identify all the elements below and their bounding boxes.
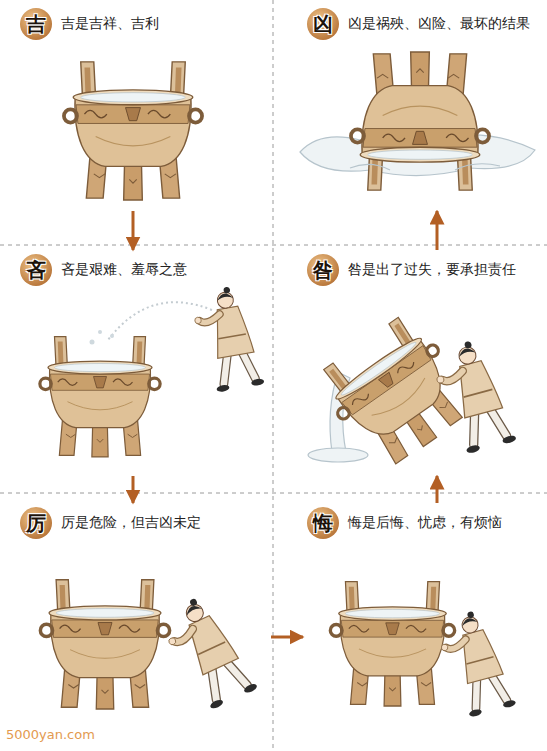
ding-pushed bbox=[40, 580, 258, 715]
stage-panel: 悔悔是后悔、忧虑，有烦恼 bbox=[305, 505, 541, 720]
stage-panel: 吉吉是吉祥、吉利 bbox=[18, 6, 270, 210]
panel-heading: 厉厉是危险，但吉凶未定 bbox=[20, 507, 201, 539]
stage-panel: 咎咎是出了过失，要承担责任 bbox=[305, 252, 541, 475]
stage-caption: 凶是祸殃、凶险、最坏的结果 bbox=[348, 15, 530, 33]
panel-heading: 吉吉是吉祥、吉利 bbox=[20, 8, 159, 40]
stage-glyph: 凶 bbox=[307, 8, 339, 40]
panel-heading: 咎咎是出了过失，要承担责任 bbox=[307, 254, 516, 286]
ding-overturned bbox=[300, 52, 535, 190]
ding-splashed bbox=[40, 283, 265, 457]
panel-heading: 凶凶是祸殃、凶险、最坏的结果 bbox=[307, 8, 530, 40]
stage-glyph: 咎 bbox=[307, 254, 339, 286]
stage-caption: 悔是后悔、忧虑，有烦恼 bbox=[348, 514, 502, 532]
panel-heading: 悔悔是后悔、忧虑，有烦恼 bbox=[307, 507, 502, 539]
flow-arrow bbox=[132, 211, 135, 250]
flow-arrow bbox=[271, 636, 303, 639]
panel-heading: 吝吝是艰难、羞辱之意 bbox=[20, 254, 187, 286]
stage-panel: 吝吝是艰难、羞辱之意 bbox=[18, 252, 270, 475]
stage-glyph: 悔 bbox=[307, 507, 339, 539]
ding-pushed-again bbox=[330, 582, 516, 720]
stage-glyph: 厉 bbox=[20, 507, 52, 539]
flow-arrow bbox=[436, 211, 439, 250]
flow-arrow bbox=[436, 476, 439, 503]
stage-caption: 厉是危险，但吉凶未定 bbox=[61, 514, 201, 532]
ding-upright bbox=[64, 62, 202, 200]
stage-glyph: 吉 bbox=[20, 8, 52, 40]
flow-arrow bbox=[132, 476, 135, 503]
stage-glyph: 吝 bbox=[20, 254, 52, 286]
watermark: 5000yan.com bbox=[6, 727, 95, 742]
stage-panel: 凶凶是祸殃、凶险、最坏的结果 bbox=[305, 6, 541, 210]
ding-spilling bbox=[308, 309, 517, 476]
stage-panel: 厉厉是危险，但吉凶未定 bbox=[18, 505, 270, 720]
stage-caption: 吝是艰难、羞辱之意 bbox=[61, 261, 187, 279]
stage-caption: 咎是出了过失，要承担责任 bbox=[348, 261, 516, 279]
stage-caption: 吉是吉祥、吉利 bbox=[61, 15, 159, 33]
